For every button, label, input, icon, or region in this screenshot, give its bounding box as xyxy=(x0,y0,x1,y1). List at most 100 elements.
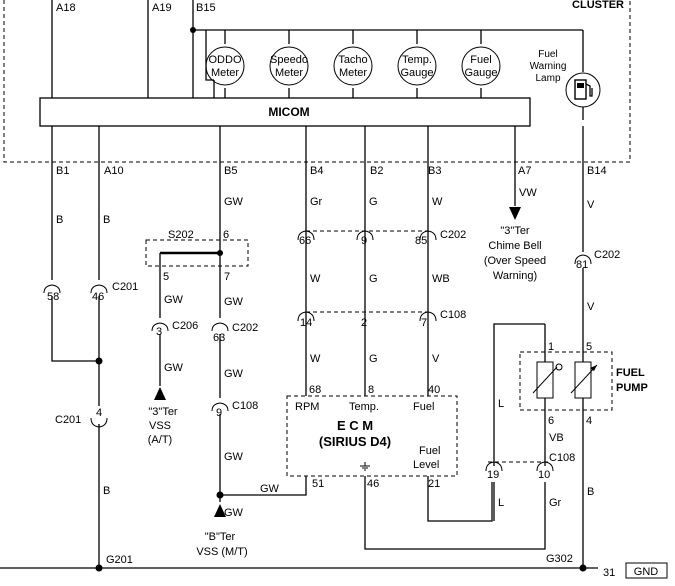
gauge-speedo-l1: Speedo xyxy=(270,54,308,66)
conn-c206: C206 xyxy=(172,320,198,332)
wire-b5: GW GW 63 C202 GW 9 C108 GW GW GW "B"Ter … xyxy=(196,126,307,558)
pin-ecm-8: 8 xyxy=(368,384,374,396)
color-a7: VW xyxy=(519,187,537,199)
vss-at-l3: (A/T) xyxy=(148,434,172,446)
pin-c108-7: 7 xyxy=(421,317,427,329)
gauge-temp-l1: Temp. xyxy=(402,54,432,66)
pin-c201-4: 4 xyxy=(96,407,102,419)
gauge-oddo-l2: Meter xyxy=(211,67,239,79)
gauge-wires xyxy=(205,30,584,98)
conn-s202: S202 xyxy=(168,229,194,241)
ground-g201: G201 xyxy=(106,554,133,566)
conn-c202-2: C202 xyxy=(594,249,620,261)
pin-b2: B2 xyxy=(370,165,383,177)
pin-c108-2: 2 xyxy=(361,317,367,329)
color-row2-b2: G xyxy=(369,273,378,285)
lamp-l3: Lamp xyxy=(535,73,560,84)
pin-pump-5: 5 xyxy=(586,341,592,353)
top-pins: A18 A19 B15 xyxy=(51,0,583,98)
color-c108-l: L xyxy=(498,497,504,509)
chime-l3: (Over Speed xyxy=(484,255,546,267)
color-row3-b4: W xyxy=(310,353,321,365)
color-c108-down: GW xyxy=(224,451,244,463)
ecm-temp: Temp. xyxy=(349,401,379,413)
pin-c201-58: 58 xyxy=(47,291,59,303)
vss-mt-l2: VSS (M/T) xyxy=(196,546,247,558)
pin-pump-6: 6 xyxy=(548,415,554,427)
color-c108-gr: Gr xyxy=(549,497,562,509)
conn-c108-2: C108 xyxy=(549,452,575,464)
color-b14: V xyxy=(587,199,595,211)
pin-ecm-21: 21 xyxy=(428,478,440,490)
ecm-block: 68 8 40 RPM Temp. Fuel E C M (SIRIUS D4)… xyxy=(286,384,546,550)
color-a10: B xyxy=(103,214,110,226)
cluster-box: CLUSTER xyxy=(3,0,631,163)
gauge-oddo: ODDO Meter xyxy=(205,46,245,86)
cluster-label: CLUSTER xyxy=(572,0,624,11)
pin-c108-10: 10 xyxy=(538,469,550,481)
color-pump-v: V xyxy=(587,301,595,313)
conn-c201: C201 xyxy=(112,281,138,293)
bottom-pins: B1 A10 B5 B4 B2 B3 A7 B14 xyxy=(56,165,607,177)
pin-c108-9: 9 xyxy=(216,407,222,419)
color-b4: Gr xyxy=(310,196,323,208)
pin-s202-7: 7 xyxy=(224,271,230,283)
color-b2: G xyxy=(369,196,378,208)
pin-b4: B4 xyxy=(310,165,323,177)
ground-gnd-label: GND xyxy=(634,566,659,578)
pin-b5: B5 xyxy=(224,165,237,177)
color-row2-b3: WB xyxy=(432,273,450,285)
pin-c108-19: 19 xyxy=(487,469,499,481)
gauge-speedo: Speedo Meter xyxy=(269,46,309,86)
micom-label: MICOM xyxy=(268,105,309,119)
conn-c201-2: C201 xyxy=(55,414,81,426)
vss-at-l2: VSS xyxy=(149,420,171,432)
pin-b1: B1 xyxy=(56,165,69,177)
conn-c202: C202 xyxy=(440,229,466,241)
pin-b3: B3 xyxy=(428,165,441,177)
chime-l1: "3"Ter xyxy=(500,225,530,237)
color-pump-l: L xyxy=(498,398,504,410)
pin-s202-6: 6 xyxy=(223,229,229,241)
ecm-rpm: RPM xyxy=(295,401,319,413)
gauge-temp: Temp. Gauge xyxy=(397,46,437,86)
ecm-fuel-level-1: Fuel xyxy=(419,445,440,457)
chime-l2: Chime Bell xyxy=(488,240,541,252)
color-row3-b3: V xyxy=(432,353,440,365)
color-ecm51: GW xyxy=(260,483,280,495)
pin-c206-3: 3 xyxy=(156,326,162,338)
color-c202-down: GW xyxy=(224,368,244,380)
pin-gnd-31: 31 xyxy=(603,567,615,579)
pin-ecm-40: 40 xyxy=(428,384,440,396)
ground-g302: G302 xyxy=(546,553,573,565)
pin-c108-14: 14 xyxy=(300,317,312,329)
gauge-fuel-l1: Fuel xyxy=(470,54,491,66)
color-pump-vb: VB xyxy=(549,432,564,444)
color-c206-down: GW xyxy=(164,362,184,374)
ecm-fuel: Fuel xyxy=(413,401,434,413)
pin-c202-9: 9 xyxy=(361,235,367,247)
pin-pump-4: 4 xyxy=(586,415,592,427)
gauge-tacho: Tacho Meter xyxy=(333,46,373,86)
wires-b4-b2-b3: Gr G W 66 9 85 C202 W G WB 14 2 7 C108 W… xyxy=(297,126,466,396)
vss-at-l1: "3"Ter xyxy=(148,406,178,418)
pin-a7: A7 xyxy=(518,165,531,177)
pin-c201-46: 46 xyxy=(92,291,104,303)
pin-c202-66: 66 xyxy=(299,235,311,247)
fuel-warning-lamp: Fuel Warning Lamp xyxy=(530,49,601,120)
pin-ecm-46: 46 xyxy=(367,478,379,490)
ecm-fuel-level-2: Level xyxy=(413,459,439,471)
lamp-l2: Warning xyxy=(530,61,567,72)
lamp-l1: Fuel xyxy=(538,49,557,60)
pin-ecm-68: 68 xyxy=(309,384,321,396)
color-b1: B xyxy=(56,214,63,226)
color-vss-mt: GW xyxy=(224,507,244,519)
c108-pump: 19 10 C108 L Gr xyxy=(485,452,575,540)
gauge-speedo-l2: Meter xyxy=(275,67,303,79)
pin-s202-5: 5 xyxy=(163,271,169,283)
color-s202-right: GW xyxy=(224,296,244,308)
color-pump-b: B xyxy=(587,486,594,498)
wire-vss-at: GW 3 C206 GW "3"Ter VSS (A/T) xyxy=(148,253,198,446)
pin-b15: B15 xyxy=(196,2,216,14)
